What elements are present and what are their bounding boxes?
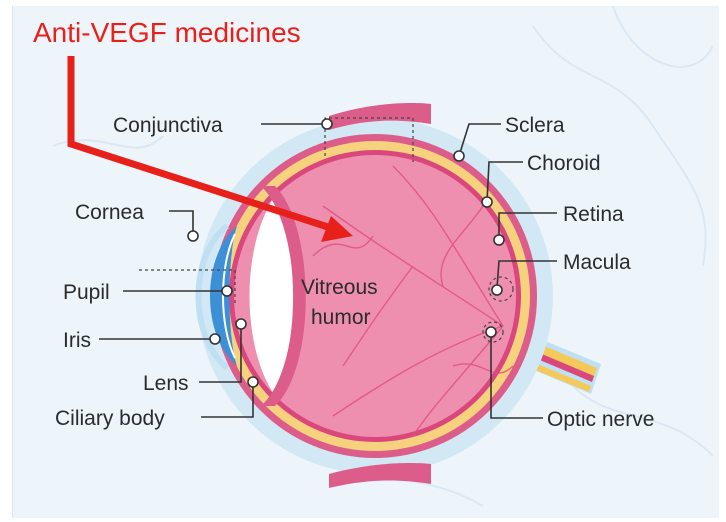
conjunctiva-dot bbox=[322, 119, 332, 129]
label-lens: Lens bbox=[143, 372, 189, 395]
macula-dot bbox=[492, 285, 502, 295]
cornea-dot bbox=[188, 231, 198, 241]
cornea-leader bbox=[169, 211, 193, 234]
label-cornea: Cornea bbox=[75, 201, 144, 224]
optic-nerve-dot bbox=[486, 327, 496, 337]
label-iris: Iris bbox=[63, 329, 91, 352]
lens-dot bbox=[236, 319, 246, 329]
pupil-dot bbox=[222, 286, 232, 296]
label-vitreous-line2: humor bbox=[311, 306, 371, 329]
label-macula: Macula bbox=[563, 251, 631, 274]
label-pupil: Pupil bbox=[63, 281, 110, 304]
ciliary-body-dot bbox=[248, 377, 258, 387]
label-vitreous-line1: Vitreous bbox=[301, 276, 378, 299]
label-optic-nerve: Optic nerve bbox=[547, 408, 654, 431]
label-conjunctiva: Conjunctiva bbox=[113, 114, 223, 137]
label-sclera: Sclera bbox=[505, 114, 565, 137]
eye-anatomy-diagram: Conjunctiva Sclera Choroid Retina Macula… bbox=[13, 6, 719, 518]
choroid-dot bbox=[482, 197, 492, 207]
label-retina: Retina bbox=[563, 203, 624, 226]
label-choroid: Choroid bbox=[527, 152, 601, 175]
anti-vegf-annotation: Anti-VEGF medicines bbox=[33, 17, 301, 48]
eye-diagram-canvas: Conjunctiva Sclera Choroid Retina Macula… bbox=[12, 6, 719, 518]
retina-dot bbox=[494, 235, 504, 245]
sclera-dot bbox=[454, 151, 464, 161]
label-ciliary-body: Ciliary body bbox=[55, 407, 165, 430]
iris-dot bbox=[210, 334, 220, 344]
